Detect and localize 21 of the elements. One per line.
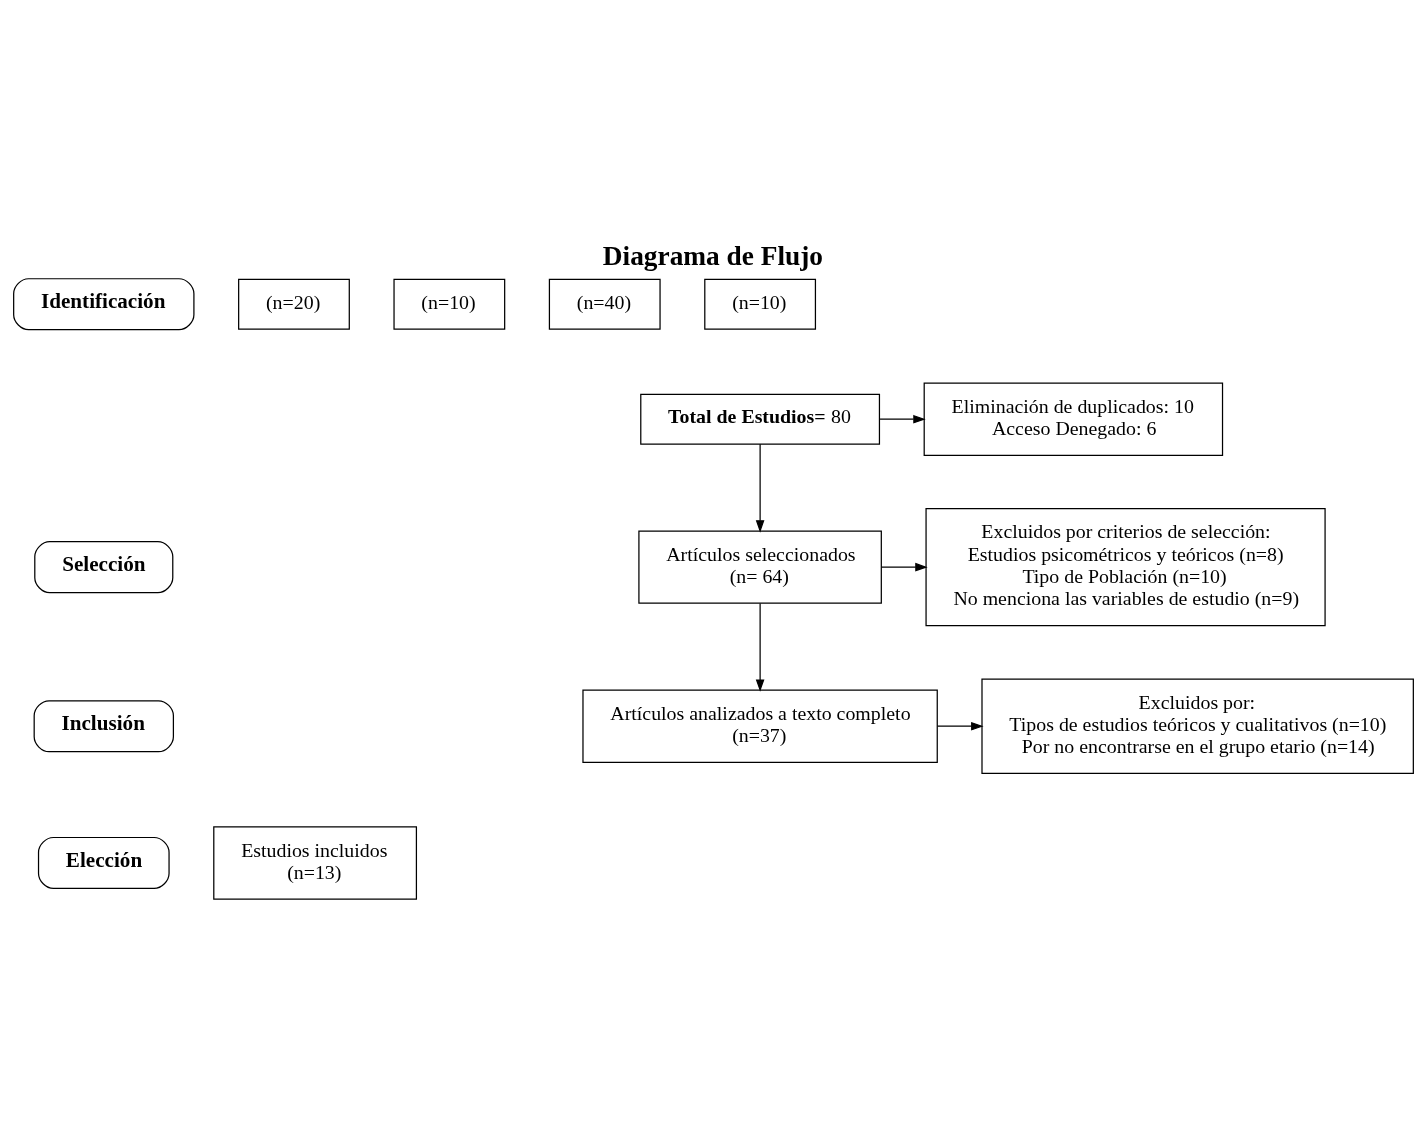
arrow: [880, 562, 928, 572]
node-box: (n=20): [238, 278, 350, 330]
node-box: Inclusión: [33, 700, 174, 753]
node-box: Total de Estudios= 80: [640, 393, 881, 445]
arrow: [755, 602, 765, 692]
node-box: Excluidos por: Tipos de estudios teóricos y cualitativos (n=10) Por no encontrarse en el grupo etario (n=14): [981, 678, 1414, 775]
node-box: Estudios incluidos (n=13): [213, 826, 418, 900]
node-box: (n=40): [548, 278, 661, 330]
node-box: Identificación: [13, 278, 195, 331]
node-box: Artículos analizados a texto completo (n=37): [582, 689, 938, 763]
node-box: (n=10): [704, 278, 817, 330]
arrow: [879, 414, 926, 424]
arrow: [755, 443, 765, 533]
node-box: Artículos seleccionados (n= 64): [638, 530, 882, 604]
node-box: Excluidos por criterios de selección: Estudios psicométricos y teóricos (n=8) Tipo de Población (n=10) No menciona las variables de estudio (n=9): [925, 508, 1326, 627]
node-box: Elección: [37, 836, 170, 890]
node-box: Eliminación de duplicados: 10 Acceso Denegado: 6: [923, 382, 1224, 456]
node-box: (n=10): [393, 278, 506, 330]
diagram-title: Diagrama de Flujo: [602, 240, 823, 271]
node-box: Selección: [34, 541, 174, 594]
arrow: [936, 721, 984, 731]
